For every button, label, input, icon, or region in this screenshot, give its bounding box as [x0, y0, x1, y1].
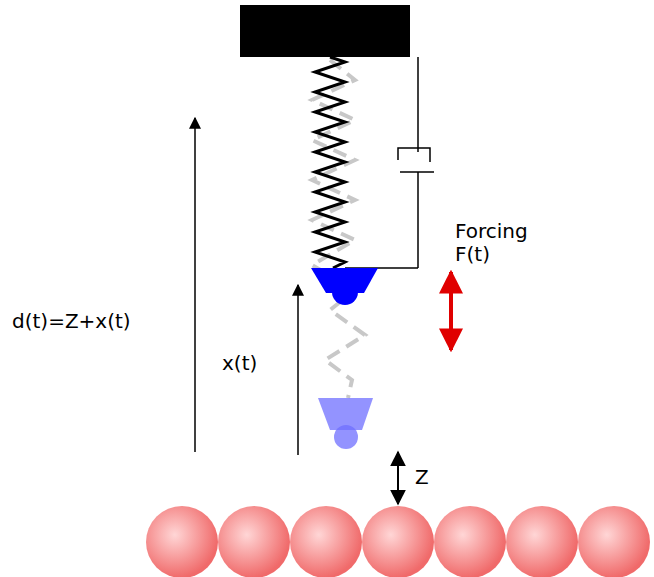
- displacement-label: x(t): [222, 352, 257, 375]
- distance-label: d(t)=Z+x(t): [12, 310, 131, 333]
- x-arrow: [297, 285, 299, 455]
- spring: [315, 57, 345, 268]
- surface-atoms: [146, 506, 650, 577]
- support-block: [240, 5, 410, 57]
- gap-label: Z: [415, 466, 429, 489]
- forcing-arrow: [449, 272, 453, 350]
- z-arrow: [397, 452, 399, 504]
- damper: [345, 57, 434, 268]
- forcing-label: Forcing F(t): [455, 220, 525, 266]
- d-arrow: [194, 118, 196, 452]
